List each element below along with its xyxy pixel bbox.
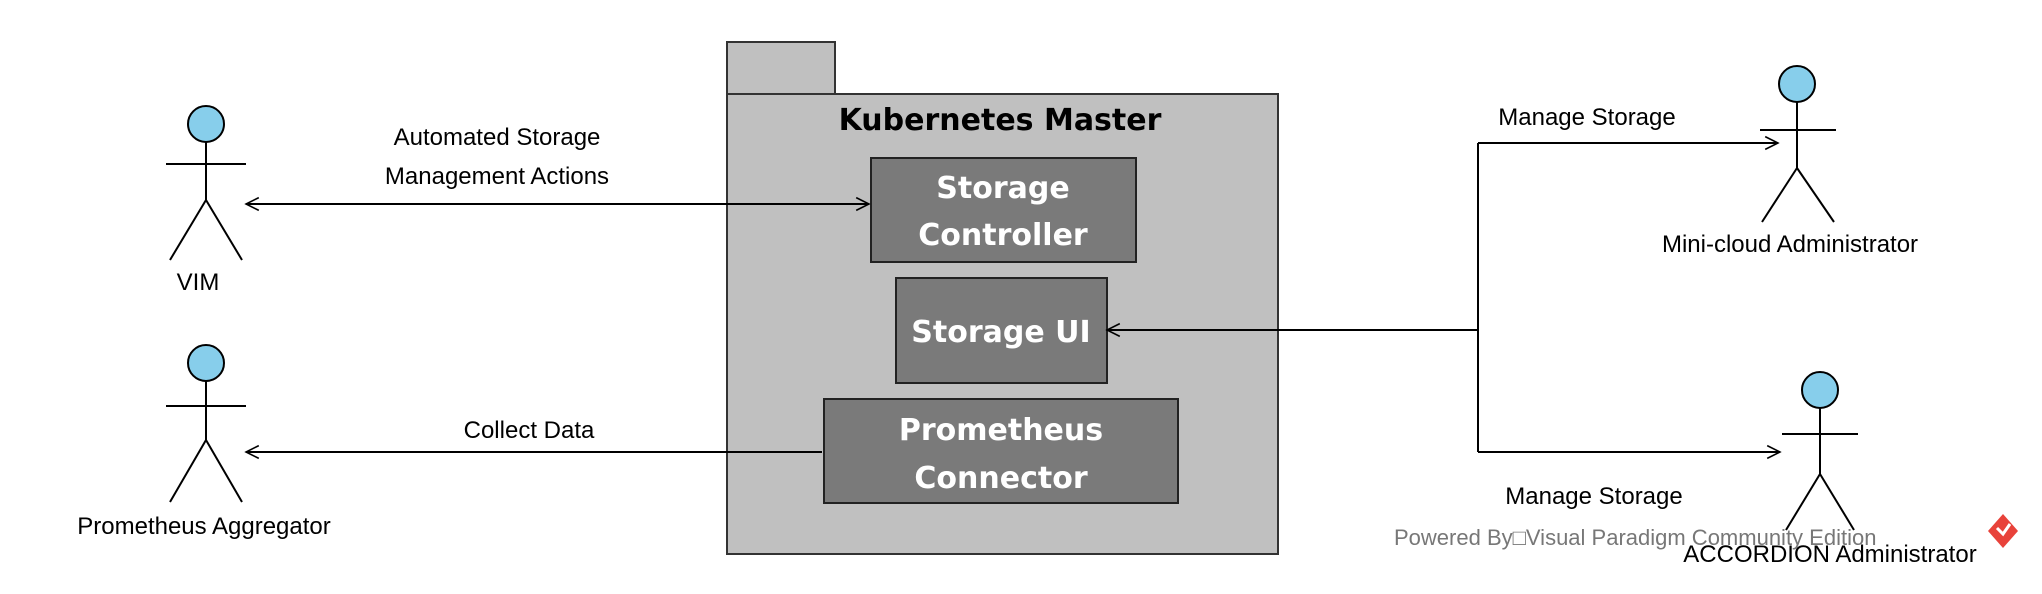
vim-actor-head [187, 105, 225, 143]
package-tab [726, 41, 836, 95]
vim-actor[interactable]: VIM [166, 105, 246, 296]
prometheus-aggregator-actor[interactable]: Prometheus Aggregator [77, 344, 331, 540]
manage-storage-association[interactable]: Manage Storage Manage Storage [1107, 104, 1780, 510]
visual-paradigm-footer: Powered By□Visual Paradigm Community Edi… [1394, 514, 2018, 550]
package-title: Kubernetes Master [839, 103, 1162, 138]
automated-storage-association[interactable]: Automated Storage Management Actions [246, 124, 869, 204]
prometheus-aggregator-actor-head [187, 344, 225, 382]
automated-storage-label-line1: Automated Storage [394, 124, 601, 151]
vim-actor-label: VIM [177, 269, 220, 296]
manage-storage-top-label: Manage Storage [1498, 104, 1675, 131]
storage-ui-box [895, 277, 1108, 384]
mini-cloud-administrator-actor-head [1778, 65, 1816, 103]
prometheus-connector-box [823, 398, 1179, 504]
manage-storage-bottom-label: Manage Storage [1505, 483, 1682, 510]
accordion-administrator-actor-label: ACCORDION Administrator [1683, 541, 1976, 568]
visual-paradigm-logo-icon [1988, 514, 2018, 548]
storage-ui-label: Storage UI [911, 315, 1090, 350]
powered-by-label: Powered By□Visual Paradigm Community Edi… [1394, 525, 1876, 550]
prometheus-connector-component[interactable]: Prometheus Connector [823, 398, 1179, 504]
mini-cloud-administrator-actor[interactable]: Mini-cloud Administrator [1662, 65, 1918, 258]
prometheus-connector-label-line2: Connector [914, 461, 1087, 496]
storage-controller-box [870, 157, 1137, 263]
automated-storage-label-line2: Management Actions [385, 163, 609, 190]
collect-data-label: Collect Data [464, 417, 595, 444]
prometheus-aggregator-actor-label: Prometheus Aggregator [77, 513, 331, 540]
collect-data-association[interactable]: Collect Data [246, 417, 822, 452]
storage-controller-label-line2: Controller [918, 218, 1088, 253]
accordion-administrator-actor[interactable] [1782, 371, 1858, 531]
storage-controller-component[interactable]: Storage Controller [870, 157, 1137, 263]
prometheus-connector-label-line1: Prometheus [899, 413, 1103, 448]
mini-cloud-administrator-actor-label: Mini-cloud Administrator [1662, 231, 1918, 258]
storage-controller-label-line1: Storage [936, 171, 1069, 206]
storage-ui-component[interactable]: Storage UI [895, 277, 1108, 384]
accordion-administrator-actor-head [1801, 371, 1839, 409]
